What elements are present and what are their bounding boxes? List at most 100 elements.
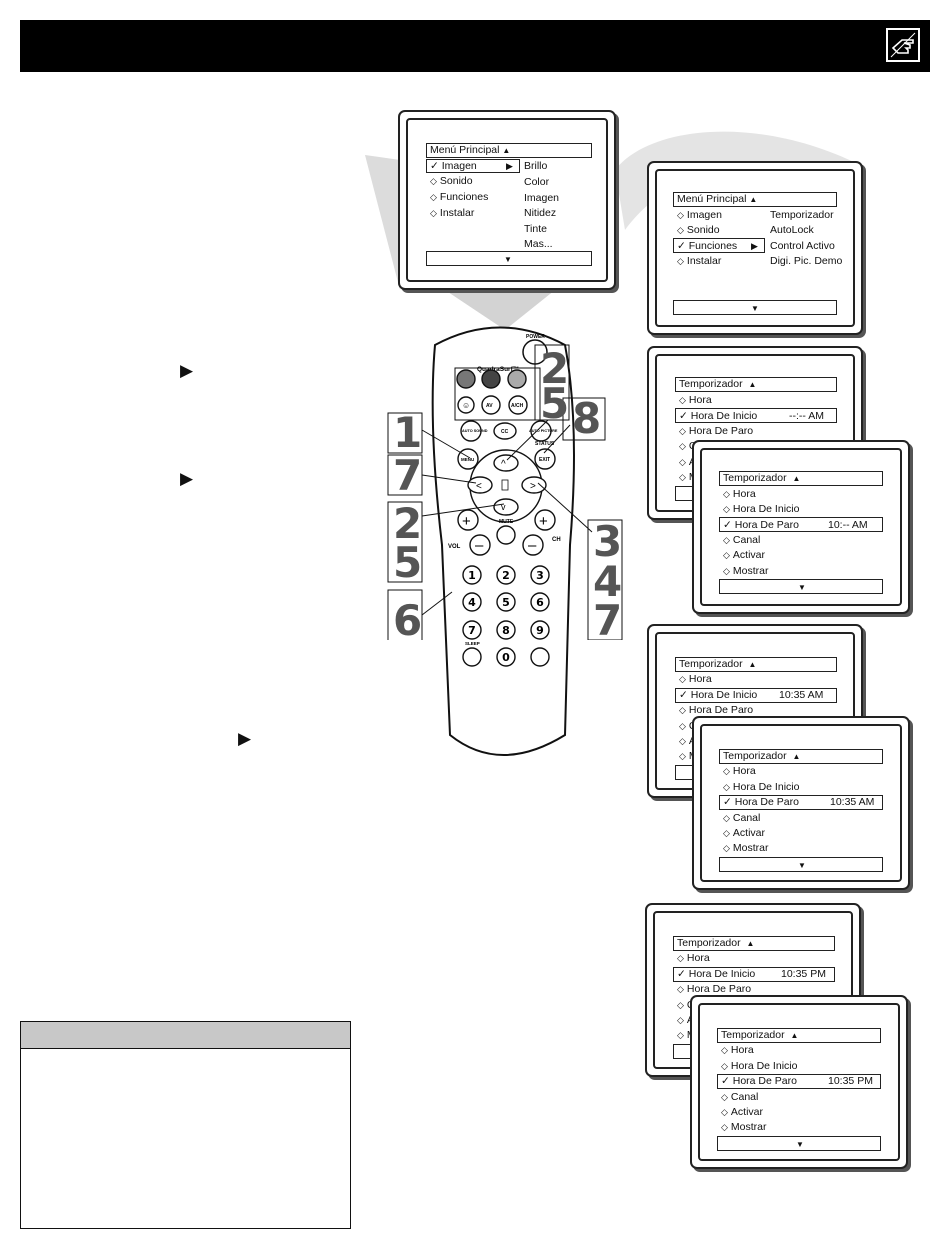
diamond-icon: ◇ [679, 426, 686, 436]
key-3-button[interactable] [530, 565, 550, 585]
cursor-left-button[interactable] [467, 476, 493, 494]
mute-button[interactable] [496, 525, 516, 545]
menu-title: Temporizador [721, 1029, 785, 1041]
timer-screen-stop-pm: Temporizador ▲ ◇Hora ◇Hora De Inicio ✓ H… [690, 995, 908, 1169]
time-value: 10:35 AM [830, 796, 875, 808]
menu-title: Temporizador [679, 658, 743, 670]
key-7-button[interactable] [462, 620, 482, 640]
menu-item: Instalar [439, 207, 475, 219]
diamond-icon: ◇ [721, 1045, 728, 1055]
plus-icon: + [462, 513, 471, 530]
cc-button[interactable] [493, 422, 517, 440]
diamond-icon: ◇ [677, 984, 684, 994]
quadrasurf-button-3[interactable] [507, 369, 527, 389]
auto-sound-button[interactable] [460, 420, 482, 442]
timer-screen-stop-blank: Temporizador ▲ ◇Hora ◇Hora De Inicio ✓ H… [692, 440, 910, 614]
diamond-icon: ◇ [723, 550, 730, 560]
sleep-button[interactable] [462, 647, 482, 667]
key-4-button[interactable] [462, 592, 482, 612]
menu-item: Activar [732, 549, 766, 561]
diamond-icon: ◇ [723, 828, 730, 838]
right-arrow-icon: ▶ [506, 161, 513, 171]
menu-item: Canal [732, 534, 761, 546]
menu-item: Hora De Inicio [732, 503, 800, 515]
vol-down-button[interactable] [469, 534, 491, 556]
menu-item: Hora [730, 1044, 754, 1056]
up-arrow-icon: ▲ [749, 195, 758, 204]
key-8-button[interactable] [496, 620, 516, 640]
right-arrow-icon: ▶ [751, 241, 758, 251]
check-icon: ✓ [721, 1075, 730, 1087]
menu-item: Hora De Paro [688, 704, 754, 716]
note-box-header [21, 1022, 350, 1049]
key-5-button[interactable] [496, 592, 516, 612]
ch-up-button[interactable] [534, 509, 556, 531]
check-icon: ✓ [430, 160, 439, 172]
quadrasurf-button-1[interactable] [456, 369, 476, 389]
key-1-button[interactable] [462, 565, 482, 585]
submenu-item: Imagen [524, 192, 560, 204]
step-number: 6 [393, 596, 422, 640]
menu-item: Hora De Paro [734, 796, 799, 808]
step-callouts: 1 2 5 8 7 2 5 3 4 7 6 [387, 344, 623, 640]
triangle-right-icon: ▶ [180, 469, 194, 488]
step-number: 7 [593, 596, 622, 640]
cursor-down-button[interactable] [493, 498, 519, 516]
submenu-item: Tinte [524, 223, 547, 235]
cursor-up-button[interactable] [493, 454, 519, 472]
down-arrow-icon: ▼ [798, 583, 806, 592]
menu-item: Canal [730, 1091, 759, 1103]
check-icon: ✓ [679, 410, 688, 422]
key-9-button[interactable] [530, 620, 550, 640]
key-label: 4 [468, 596, 476, 609]
diamond-icon: ◇ [677, 225, 684, 235]
key-0-button[interactable] [496, 647, 516, 667]
exit-button[interactable] [534, 448, 556, 470]
time-value: 10:35 AM [779, 689, 824, 701]
time-value: 10:-- AM [828, 519, 868, 531]
menu-item: Sonido [439, 175, 473, 187]
menu-item: Hora De Paro [686, 983, 752, 995]
blank-button[interactable] [530, 647, 550, 667]
key-2-button[interactable] [496, 565, 516, 585]
triangle-right-icon: ▶ [180, 361, 194, 380]
menu-item: Hora De Inicio [732, 781, 800, 793]
sleep-label: SLEEP [465, 641, 480, 646]
vol-up-button[interactable] [457, 509, 479, 531]
diamond-icon: ◇ [679, 395, 686, 405]
ch-down-button[interactable] [522, 534, 544, 556]
diamond-icon: ◇ [430, 208, 437, 218]
menu-item: Mostrar [732, 565, 769, 577]
quadrasurf-button-2[interactable] [481, 369, 501, 389]
diamond-icon: ◇ [679, 736, 686, 746]
ach-button[interactable] [508, 395, 528, 415]
menu-item: Hora De Paro [732, 1075, 797, 1087]
auto-picture-button[interactable] [530, 420, 552, 442]
menu-screen-imagen: Menú Principal ▲ ✓ Imagen ▶ ◇Sonido ◇Fun… [398, 110, 616, 290]
diamond-icon: ◇ [677, 1000, 684, 1010]
menu-title: Temporizador [723, 472, 787, 484]
menu-item: Hora De Inicio [690, 410, 758, 422]
av-button[interactable] [481, 395, 501, 415]
menu-item: Imagen [441, 160, 477, 172]
auto-sound-label: AUTO SOUND [462, 429, 488, 433]
diamond-icon: ◇ [679, 472, 686, 482]
menu-item: Hora [688, 673, 712, 685]
time-value: --:-- AM [789, 410, 824, 422]
diamond-icon: ◇ [723, 813, 730, 823]
diamond-icon: ◇ [723, 566, 730, 576]
menu-item: Hora De Paro [688, 425, 754, 437]
up-arrow-icon: ▲ [748, 660, 757, 669]
key-label: 2 [502, 569, 510, 582]
up-arrow-icon: ▲ [502, 146, 511, 155]
step-number: 5 [540, 379, 569, 428]
key-label: 9 [536, 624, 544, 637]
smiley-button[interactable] [457, 396, 475, 414]
step-number: 8 [572, 394, 601, 443]
triangle-right-icon: ▶ [238, 729, 252, 748]
menu-item: Hora [688, 394, 712, 406]
cursor-right-button[interactable] [521, 476, 547, 494]
key-6-button[interactable] [530, 592, 550, 612]
key-label: 0 [502, 651, 510, 664]
check-icon: ✓ [723, 519, 732, 531]
